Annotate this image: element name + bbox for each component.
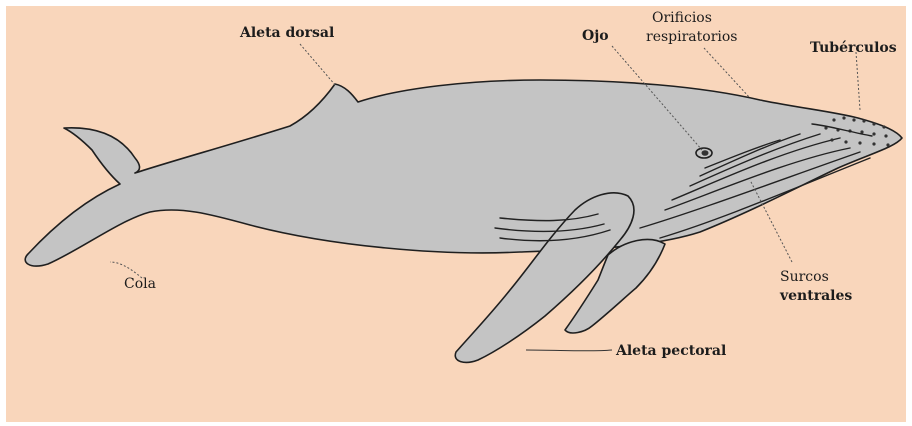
label-cola: Cola	[124, 276, 156, 292]
label-orificios-line2: respiratorios	[646, 29, 737, 45]
whale-eye	[696, 148, 712, 158]
label-aleta-dorsal: Aleta dorsal	[239, 25, 334, 41]
label-ojo: Ojo	[582, 28, 609, 44]
label-tuberculos: Tubérculos	[810, 40, 897, 56]
label-aleta-pectoral: Aleta pectoral	[615, 343, 726, 359]
label-surcos-line1: Surcos	[780, 269, 829, 285]
label-surcos-line2: ventrales	[779, 288, 852, 304]
label-orificios-line1: Orificios	[652, 10, 712, 26]
